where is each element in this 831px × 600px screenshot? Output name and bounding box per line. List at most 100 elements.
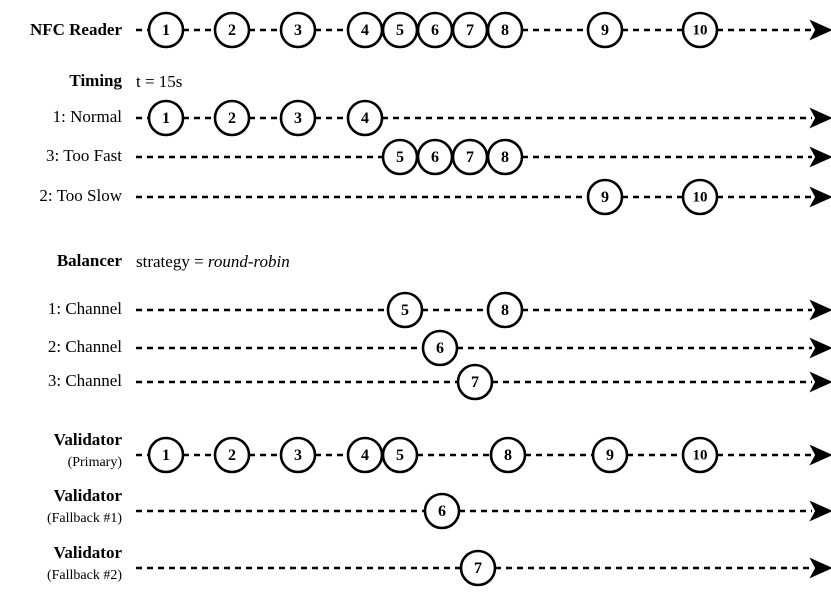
timeline-row: 6: [136, 329, 831, 367]
row-label-subtitle: (Fallback #1): [46, 511, 122, 526]
marble-circle[interactable]: [279, 99, 317, 137]
marble-value: 3: [294, 110, 302, 127]
marble-value: 8: [501, 22, 509, 39]
marble[interactable]: 5: [381, 436, 419, 474]
marble-value: 8: [501, 302, 509, 319]
marble[interactable]: 9: [586, 11, 624, 49]
marble-circle[interactable]: [591, 436, 629, 474]
marble[interactable]: 6: [421, 329, 459, 367]
marble[interactable]: 1: [147, 11, 185, 49]
marble-value: 10: [693, 23, 708, 39]
marble-value: 7: [466, 149, 474, 166]
marble[interactable]: 8: [489, 436, 527, 474]
marble-circle[interactable]: [147, 99, 185, 137]
marble[interactable]: 5: [381, 11, 419, 49]
marble-circle[interactable]: [147, 436, 185, 474]
marble[interactable]: 6: [416, 11, 454, 49]
marble-value: 3: [294, 22, 302, 39]
timeline-row: 7: [136, 363, 831, 401]
row-label-title: 1: Normal: [52, 107, 122, 126]
marble[interactable]: 6: [416, 138, 454, 176]
marble[interactable]: 1: [147, 436, 185, 474]
marble-value: 5: [396, 149, 404, 166]
marble[interactable]: 2: [213, 436, 251, 474]
timeline-row: 1 2 3 4: [136, 99, 831, 137]
marble[interactable]: 8: [486, 138, 524, 176]
marble-value: 5: [396, 22, 404, 39]
marble-circle[interactable]: [386, 291, 424, 329]
marble-circle[interactable]: [213, 436, 251, 474]
marble-circle[interactable]: [213, 99, 251, 137]
marble-circle[interactable]: [279, 11, 317, 49]
marble-value: 8: [504, 447, 512, 464]
group-header-title: Timing: [69, 71, 122, 90]
marble-circle[interactable]: [586, 178, 624, 216]
marble-value: 4: [361, 110, 369, 127]
marble-value: 2: [228, 110, 236, 127]
marble[interactable]: 8: [486, 11, 524, 49]
marble[interactable]: 7: [451, 138, 489, 176]
marble-circle[interactable]: [381, 436, 419, 474]
marble[interactable]: 1: [147, 99, 185, 137]
marble[interactable]: 4: [346, 99, 384, 137]
marble[interactable]: 7: [459, 549, 497, 587]
marble[interactable]: 5: [386, 291, 424, 329]
marble[interactable]: 5: [381, 138, 419, 176]
timeline-row: 1 2 3 4 5 6 7 8 9 10: [136, 11, 831, 49]
marble-circle[interactable]: [456, 363, 494, 401]
marble-value: 8: [501, 149, 509, 166]
timeline-row: 6: [136, 492, 831, 530]
marble[interactable]: 8: [486, 291, 524, 329]
marble-circle[interactable]: [421, 329, 459, 367]
timeline-row: 9 10: [136, 178, 831, 216]
marble-circle[interactable]: [147, 11, 185, 49]
group-header-note-value: round-robin: [207, 252, 290, 271]
marble[interactable]: 4: [346, 436, 384, 474]
marble-circle[interactable]: [486, 291, 524, 329]
marble[interactable]: 2: [213, 11, 251, 49]
marble[interactable]: 3: [279, 11, 317, 49]
marble-circle[interactable]: [346, 99, 384, 137]
marble[interactable]: 9: [586, 178, 624, 216]
marble-circle[interactable]: [681, 436, 719, 474]
row-label-title: 2: Channel: [47, 337, 122, 356]
marble-circle[interactable]: [279, 436, 317, 474]
marble-value: 4: [361, 22, 369, 39]
marble-circle[interactable]: [681, 11, 719, 49]
marble-circle[interactable]: [586, 11, 624, 49]
marble-value: 1: [162, 447, 170, 464]
marble[interactable]: 7: [456, 363, 494, 401]
marble-value: 6: [438, 503, 446, 520]
row-label-title: 1: Channel: [47, 299, 122, 318]
marble[interactable]: 10: [681, 11, 719, 49]
marble-circle[interactable]: [459, 549, 497, 587]
marble[interactable]: 10: [681, 178, 719, 216]
row-label-subtitle: (Primary): [67, 455, 122, 470]
marble-circle[interactable]: [213, 11, 251, 49]
marble-value: 6: [431, 22, 439, 39]
marble-value: 5: [401, 302, 409, 319]
marble-circle[interactable]: [423, 492, 461, 530]
marble[interactable]: 4: [346, 11, 384, 49]
marble[interactable]: 3: [279, 99, 317, 137]
marble-value: 7: [466, 22, 474, 39]
marble-value: 9: [606, 447, 614, 464]
marble[interactable]: 10: [681, 436, 719, 474]
row-label-title: 3: Channel: [47, 371, 122, 390]
marble-circle[interactable]: [681, 178, 719, 216]
marble[interactable]: 7: [451, 11, 489, 49]
marble[interactable]: 9: [591, 436, 629, 474]
marble-circle[interactable]: [486, 138, 524, 176]
marble[interactable]: 2: [213, 99, 251, 137]
marble-circle[interactable]: [486, 11, 524, 49]
marble[interactable]: 6: [423, 492, 461, 530]
marble-circle[interactable]: [489, 436, 527, 474]
marble-value: 1: [162, 110, 170, 127]
marble-value: 1: [162, 22, 170, 39]
marble[interactable]: 3: [279, 436, 317, 474]
